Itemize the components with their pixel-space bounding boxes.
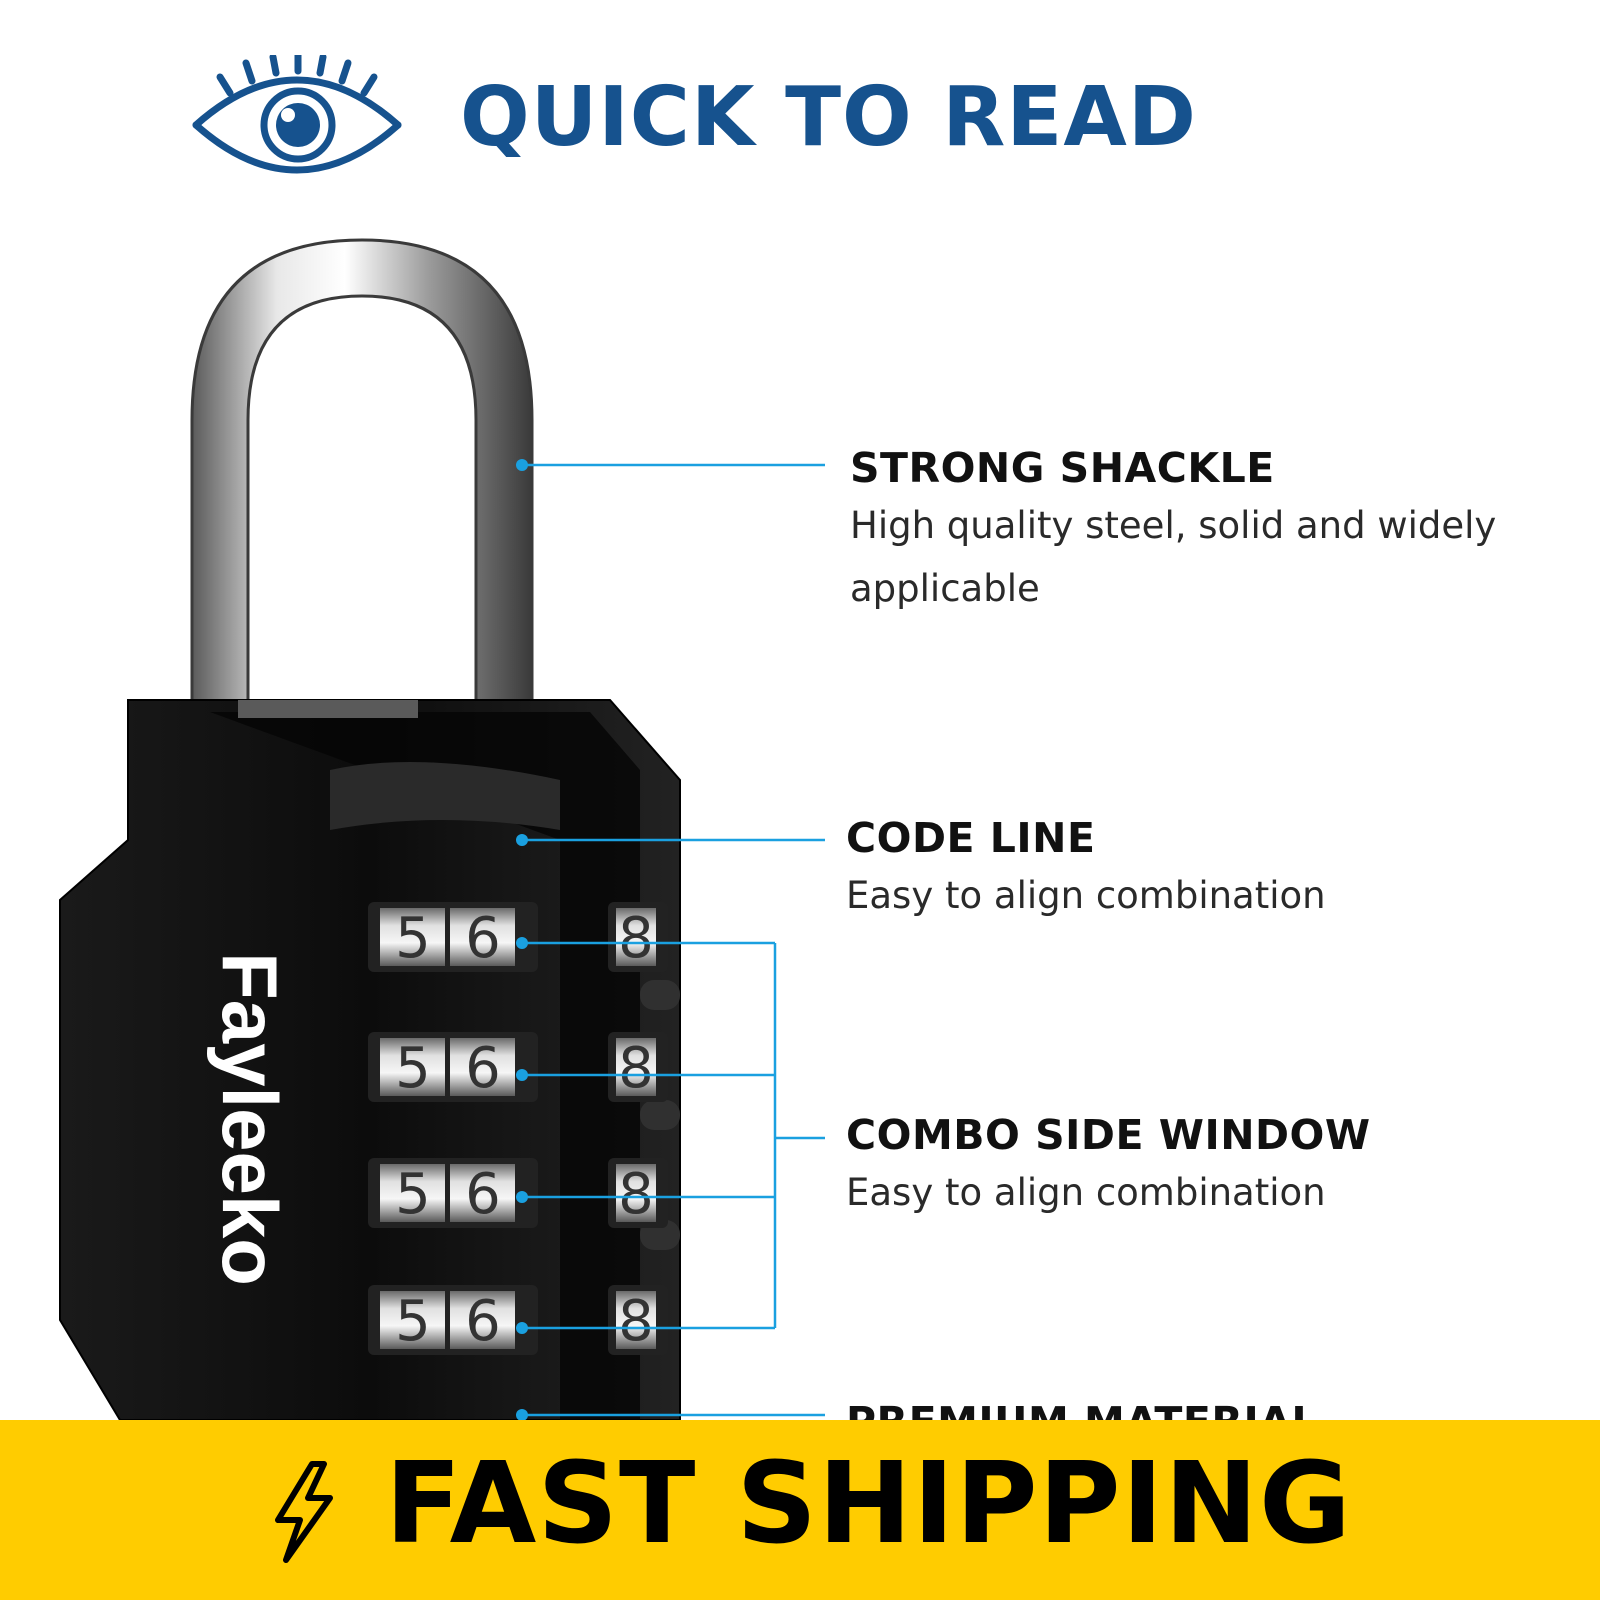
dial-digit: 8 [618,1162,654,1227]
brand-label: Fayleeko [206,952,294,1286]
dial-digit: 8 [618,1036,654,1101]
feature-title: COMBO SIDE WINDOW [846,1111,1371,1159]
dial-digit: 8 [618,906,654,971]
dial-window [368,1032,668,1102]
feature-description: Easy to align combination [846,1171,1326,1215]
dial-row: 5 6 8 [368,1032,668,1102]
feature-strong-shackle: STRONG SHACKLE High quality steel, solid… [850,444,1550,620]
dial-digit: 5 [395,1289,431,1354]
feature-title: PREMIUM MATERIAL [846,1398,1546,1420]
dial-digit: 6 [465,1162,501,1227]
dial-window [368,902,668,972]
eye-icon [192,55,402,174]
dial-digit: 8 [618,1289,654,1354]
dial-digit: 5 [395,1036,431,1101]
feature-code-line: CODE LINE Easy to align combination [846,814,1546,927]
dial-row: 5 6 8 [368,1158,668,1228]
lightning-bolt-icon [275,1461,333,1563]
header: QUICK TO READ [190,55,1290,185]
dial-digit: 6 [465,906,501,971]
dial-window [368,1158,668,1228]
feature-premium-material: PREMIUM MATERIAL [846,1395,1546,1420]
fast-shipping-banner: FAST SHIPPING [0,1420,1600,1600]
dial-row: 5 6 8 [368,1285,668,1355]
dial-window [368,1285,668,1355]
feature-description: High quality steel, solid and widely app… [850,504,1497,611]
banner-text: FAST SHIPPING [385,1439,1352,1569]
headline: QUICK TO READ [460,70,1197,165]
dial-digit: 6 [465,1289,501,1354]
dial-digit: 6 [465,1036,501,1101]
feature-title: STRONG SHACKLE [850,444,1275,492]
dial-digit: 5 [395,906,431,971]
dial-row: 5 6 8 [368,902,668,972]
feature-combo-side-window: COMBO SIDE WINDOW Easy to align combinat… [846,1111,1566,1224]
feature-description: Easy to align combination [846,874,1326,918]
shackle [190,238,534,722]
feature-title: CODE LINE [846,814,1096,862]
dial-digit: 5 [395,1162,431,1227]
